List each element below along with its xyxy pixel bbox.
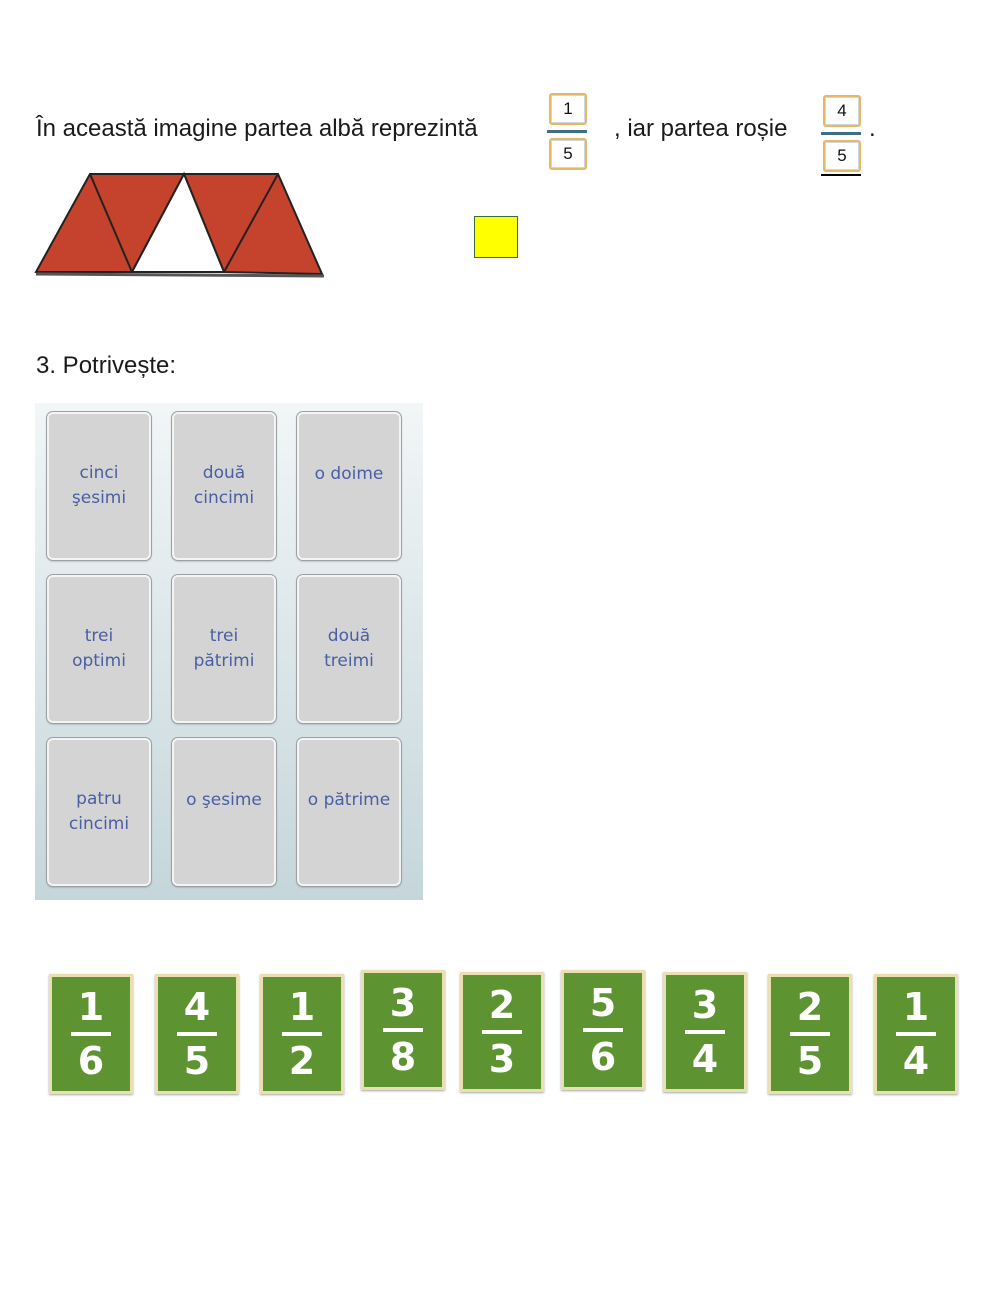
sentence-part-3: .: [869, 115, 876, 142]
drop-target-box[interactable]: [474, 216, 518, 258]
word-card[interactable]: o doime: [297, 412, 401, 560]
sentence-part-2: , iar partea roșie: [614, 115, 788, 142]
word-card[interactable]: o pătrime: [297, 738, 401, 886]
underline: [821, 174, 861, 176]
fraction-bar: [821, 132, 861, 135]
triangles-image: [34, 162, 330, 282]
red-fraction-answer[interactable]: 4 5: [821, 95, 861, 176]
red-denominator-box[interactable]: 5: [823, 140, 861, 172]
white-fraction-answer[interactable]: 1 5: [547, 93, 587, 170]
white-numerator-box[interactable]: 1: [549, 93, 587, 125]
word-card[interactable]: o şesime: [172, 738, 276, 886]
section-title: 3. Potrivește:: [36, 352, 177, 379]
fraction-bar: [547, 130, 587, 133]
red-numerator-box[interactable]: 4: [823, 95, 861, 127]
white-denominator-box[interactable]: 5: [549, 138, 587, 170]
sentence-part-1: În această imagine partea albă reprezint…: [36, 115, 478, 142]
white-triangle: [130, 171, 226, 273]
